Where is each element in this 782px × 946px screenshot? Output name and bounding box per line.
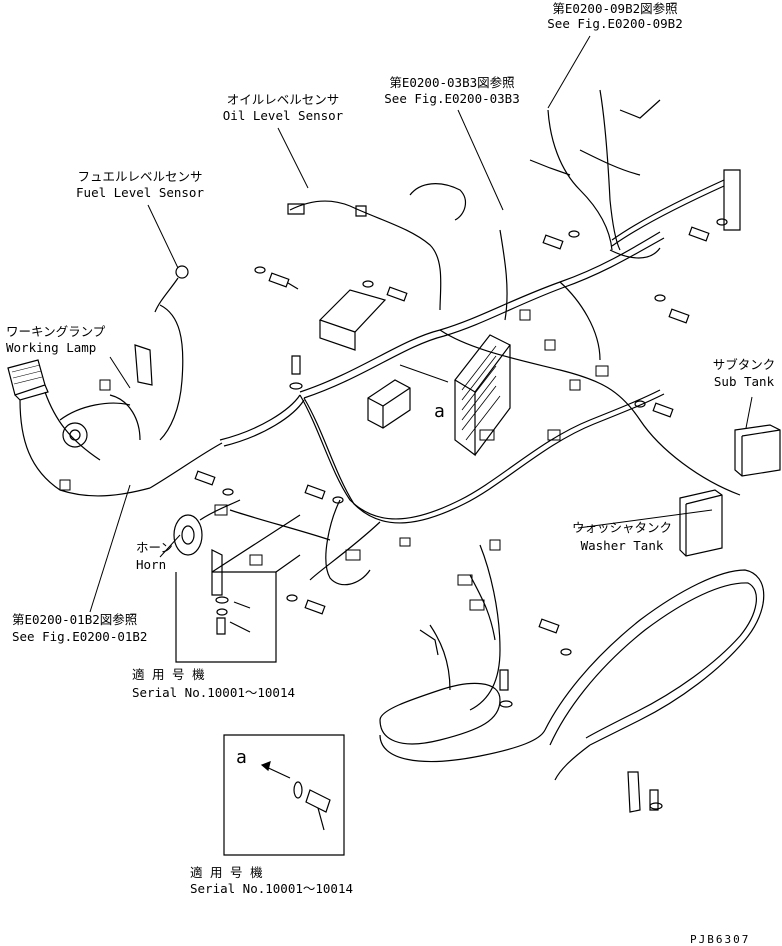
bolt (305, 600, 325, 614)
bolt (689, 227, 709, 241)
leader-lines (90, 36, 752, 612)
serial-note-upper-jp: 適 用 号 機 (132, 667, 205, 682)
oil-level-sensor-branch (288, 184, 507, 320)
bolt (269, 273, 298, 289)
bolt (305, 485, 325, 499)
horn-label-jp: ホーン (136, 540, 173, 555)
bolt (195, 471, 215, 485)
oil-level-sensor-label-jp: オイルレベルセンサ (226, 92, 340, 107)
bolt (539, 619, 559, 633)
working-lamp-body (8, 360, 150, 496)
loop-harness (380, 570, 764, 780)
sub-tank-body (735, 425, 780, 476)
fuse-block (455, 335, 510, 455)
sub-tank-label-en: Sub Tank (713, 374, 775, 389)
serial-note-upper-en: Serial No.10001～10014 (132, 685, 296, 700)
connector-cluster (320, 290, 410, 428)
bolt (650, 790, 658, 810)
sub-tank-label-jp: サブタンク (712, 357, 776, 372)
ref-09b2-label-en: See Fig.E0200-09B2 (547, 16, 683, 31)
bolt (543, 235, 563, 249)
washer-tank-label-en: Washer Tank (580, 538, 664, 553)
bolts-washers (195, 219, 727, 812)
serial-detail-panel-upper (176, 515, 300, 662)
horn-label-en: Horn (136, 557, 167, 572)
lower-center-harness (326, 500, 500, 710)
ref-03b3-label-jp: 第E0200-03B3図参照 (389, 75, 515, 90)
ref-01b2-label-jp: 第E0200-01B2図参照 (12, 612, 138, 627)
bolt (500, 670, 508, 690)
main-harness (150, 232, 740, 580)
working-lamp-label-jp: ワーキングランプ (6, 324, 106, 339)
washer-tank-body (680, 490, 722, 556)
detail-view-marker-a: a (236, 747, 247, 768)
upper-right-harness (530, 90, 740, 258)
ref-01b2-label-en: See Fig.E0200-01B2 (12, 629, 148, 644)
fuel-level-sensor-label-jp: フュエルレベルセンサ (77, 169, 203, 184)
ref-03b3-label-en: See Fig.E0200-03B3 (384, 91, 520, 106)
misc-connectors (60, 310, 608, 610)
view-marker-a: a (434, 401, 445, 422)
ref-09b2-label-jp: 第E0200-09B2図参照 (552, 1, 678, 16)
serial-note-lower-jp: 適 用 号 機 (190, 865, 263, 880)
washer-tank-label-jp: ウォッシャタンク (571, 520, 672, 535)
drawing-code: PJB6307 (690, 933, 751, 946)
horn-body (174, 500, 240, 555)
bolt (387, 287, 407, 301)
fuel-level-sensor-label-en: Fuel Level Sensor (76, 185, 204, 200)
oil-level-sensor-label-en: Oil Level Sensor (222, 108, 344, 123)
serial-detail-panel-lower (224, 735, 344, 855)
working-lamp-label-en: Working Lamp (6, 340, 97, 355)
bolt (669, 309, 689, 323)
fuel-level-sensor-branch (60, 266, 188, 447)
bolt (292, 356, 300, 374)
bolt (653, 403, 673, 417)
serial-note-lower-en: Serial No.10001～10014 (190, 881, 354, 896)
